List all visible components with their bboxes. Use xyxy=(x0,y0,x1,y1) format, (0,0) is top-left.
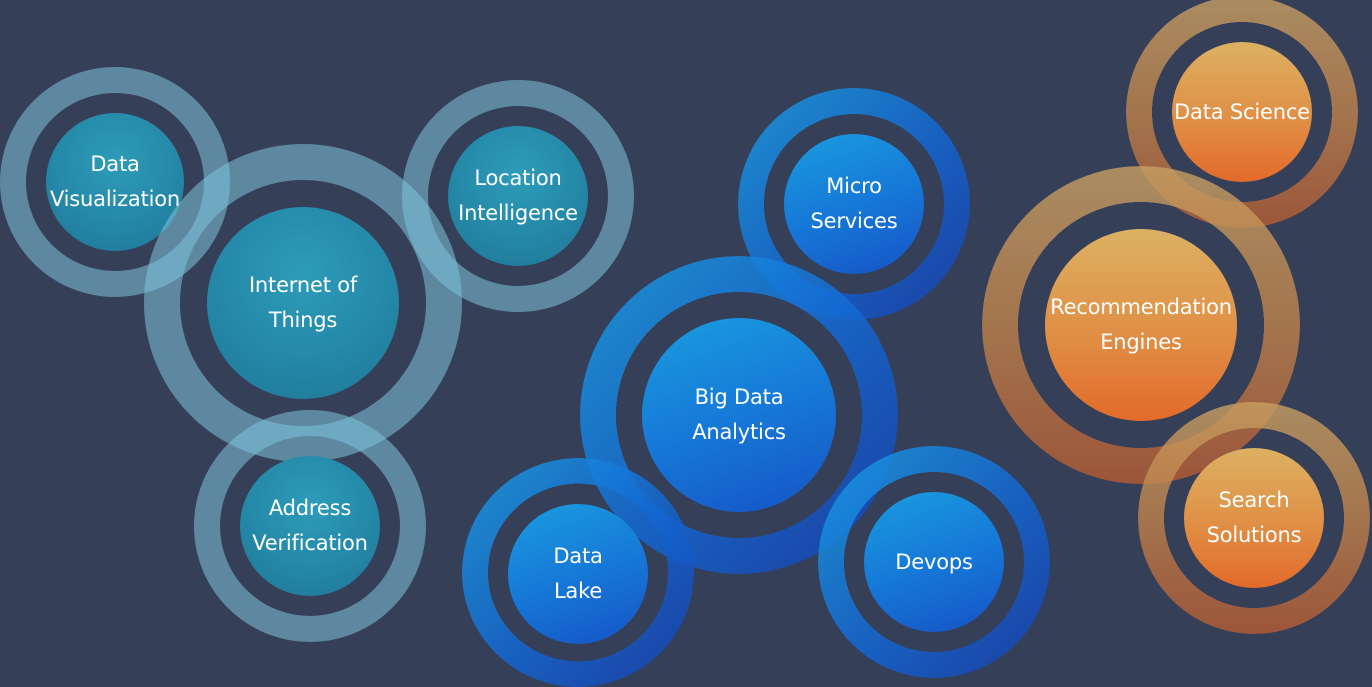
node-label: Location Intelligence xyxy=(458,166,578,225)
circle: Big Data Analytics xyxy=(642,318,836,512)
circle: Recommendation Engines xyxy=(1045,229,1237,421)
node-label: Address Verification xyxy=(252,496,368,555)
circle: Search Solutions xyxy=(1184,448,1324,588)
node-search-solutions: Search Solutions xyxy=(1138,402,1370,634)
node-big-data-analytics: Big Data Analytics xyxy=(580,256,898,574)
node-label: Micro Services xyxy=(810,174,898,233)
node-label: Data Science xyxy=(1174,99,1310,124)
circle: Devops xyxy=(864,492,1004,632)
circle: Data Lake xyxy=(508,504,648,644)
node-label: Search Solutions xyxy=(1206,488,1302,547)
node-data-lake: Data Lake xyxy=(462,458,694,687)
node-location-intelligence: Location Intelligence xyxy=(402,80,634,312)
circle: Data Visualization xyxy=(46,113,184,251)
node-label: Devops xyxy=(895,549,973,574)
node-label: Internet of Things xyxy=(248,273,358,332)
circle: Location Intelligence xyxy=(448,126,588,266)
circle: Data Science xyxy=(1172,42,1312,182)
node-devops: Devops xyxy=(818,446,1050,678)
circle: Internet of Things xyxy=(207,207,399,399)
node-label: Recommendation Engines xyxy=(1050,295,1232,354)
node-recommendation-engines: Recommendation Engines xyxy=(982,166,1300,484)
circle: Micro Services xyxy=(784,134,924,274)
node-label: Data Visualization xyxy=(49,152,181,211)
node-label: Big Data Analytics xyxy=(692,385,786,444)
node-address-verification: Address Verification xyxy=(194,410,426,642)
node-micro-services: Micro Services xyxy=(738,88,970,320)
circle: Address Verification xyxy=(240,456,380,596)
node-label: Data Lake xyxy=(553,544,603,603)
